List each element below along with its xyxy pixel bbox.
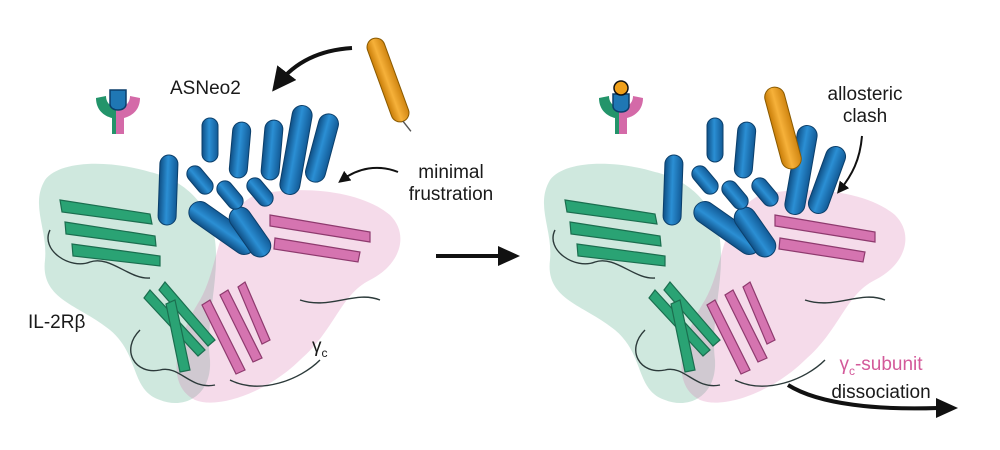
frustration-label: minimal frustration (398, 162, 504, 206)
frustration-label-line2: frustration (408, 184, 494, 205)
gamma-c-subscript: c (321, 345, 328, 360)
clash-label-line2: clash (842, 106, 888, 127)
gamma-c-symbol: γ (312, 336, 322, 357)
peptide-incoming (366, 37, 412, 132)
right-complex (543, 86, 906, 404)
dissociation-subunit-line: γc-subunit (806, 354, 956, 382)
dissoc-gamma-symbol: γ (839, 354, 849, 375)
il2rb-sheets-left (59, 199, 216, 373)
dissoc-suffix: -subunit (854, 354, 923, 375)
dissoc-gamma-subscript: c (848, 363, 855, 378)
curved-arrow-icon (272, 46, 353, 92)
frustration-arrow (338, 166, 399, 183)
clash-arrow (837, 135, 863, 194)
clash-label-line1: allosteric (827, 84, 903, 105)
gamma-c-label: γc (312, 336, 328, 364)
dissociation-word: dissociation (831, 381, 931, 403)
gamma-sheets-right (706, 214, 876, 375)
asneo2-helices-left (157, 105, 339, 258)
receptor-complex-icon (96, 89, 140, 134)
dissociation-arrow (786, 383, 958, 418)
gamma-sheets-left (201, 214, 371, 375)
il2rb-sheets-right (564, 199, 721, 373)
asneo2-helices-right (662, 117, 847, 258)
peptide-bound (764, 86, 802, 170)
loops-left (47, 229, 381, 387)
left-complex (38, 105, 401, 404)
right-arrow-icon (436, 246, 520, 266)
dissociation-label: γc-subunit dissociation (806, 354, 956, 404)
il2rb-label: IL-2Rβ (28, 312, 86, 333)
frustration-label-line1: minimal (418, 162, 484, 183)
receptor-complex-peptide-icon (599, 80, 643, 134)
clash-label: allosteric clash (810, 84, 920, 128)
asneo2-label: ASNeo2 (170, 78, 241, 99)
loops-right (552, 229, 886, 387)
